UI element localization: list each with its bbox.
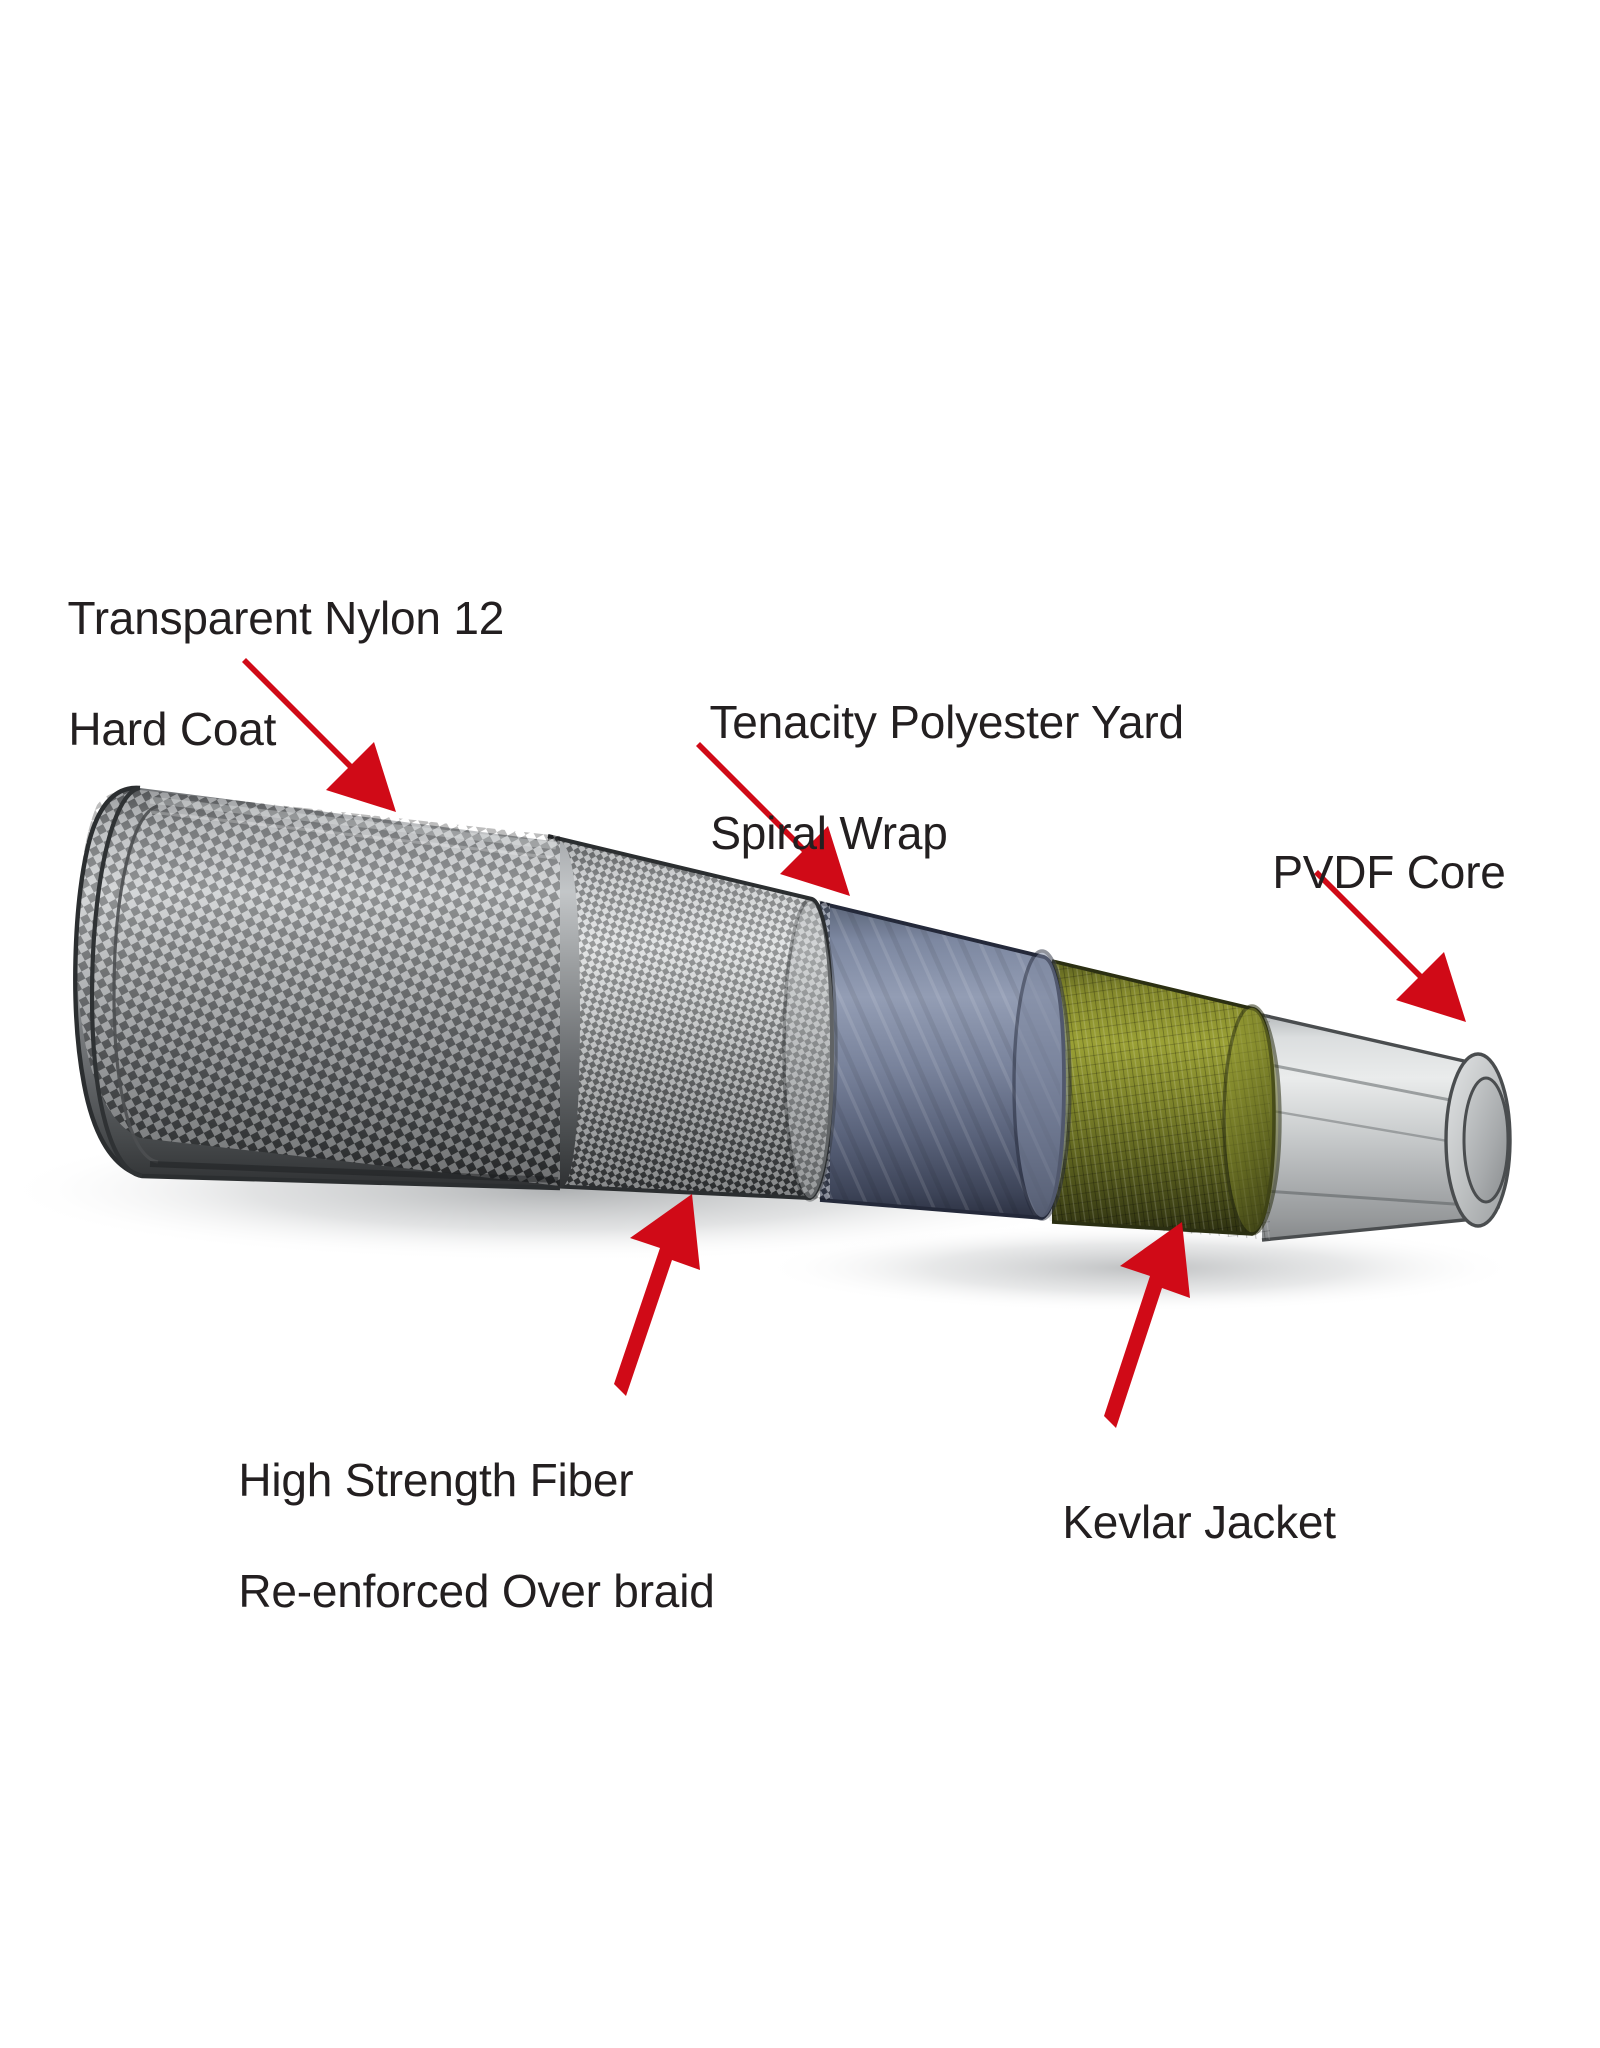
nylon-hard-coat-inner-rim — [112, 804, 159, 1164]
label-line-2: Spiral Wrap — [710, 806, 948, 859]
braid-seam-left — [547, 837, 558, 1185]
pvdf-core-end-face — [1444, 1052, 1512, 1228]
label-line-2: Hard Coat — [68, 702, 277, 755]
over-braid-end-face — [782, 898, 838, 1202]
label-pvdf-core: PVDF Core — [1222, 790, 1506, 956]
layer-kevlar-jacket — [1051, 959, 1282, 1240]
label-kevlar-jacket: Kevlar Jacket — [1012, 1440, 1336, 1606]
label-line-1: Tenacity Polyester Yard — [709, 696, 1185, 749]
label-tenacity-polyester-yard-spiral-wrap: Tenacity Polyester Yard Spiral Wrap — [660, 640, 1185, 916]
arrow-kevlar-jacket — [1104, 1222, 1190, 1428]
label-high-strength-fiber-over-braid: High Strength Fiber Re-enforced Over bra… — [188, 1398, 715, 1674]
kevlar-jacket-end-face — [1222, 1004, 1282, 1236]
label-line-1: PVDF Core — [1272, 846, 1506, 899]
label-line-1: Transparent Nylon 12 — [67, 592, 505, 645]
layer-pvdf-core — [1261, 1013, 1512, 1242]
pvdf-core-bore — [1462, 1076, 1510, 1204]
label-line-2: Re-enforced Over braid — [238, 1564, 715, 1617]
label-line-1: Kevlar Jacket — [1062, 1496, 1336, 1549]
label-transparent-nylon-12-hard-coat: Transparent Nylon 12 Hard Coat — [18, 536, 505, 812]
layer-polyester-spiral-wrap — [819, 901, 1072, 1222]
label-line-1: High Strength Fiber — [238, 1454, 634, 1507]
layer-nylon-12-hard-coat — [73, 785, 580, 1191]
nylon-hard-coat-outer-rim — [89, 785, 143, 1179]
hose-drop-shadow — [0, 1118, 1520, 1312]
arrow-over-braid — [614, 1194, 700, 1396]
spiral-wrap-end-face — [1012, 949, 1072, 1221]
